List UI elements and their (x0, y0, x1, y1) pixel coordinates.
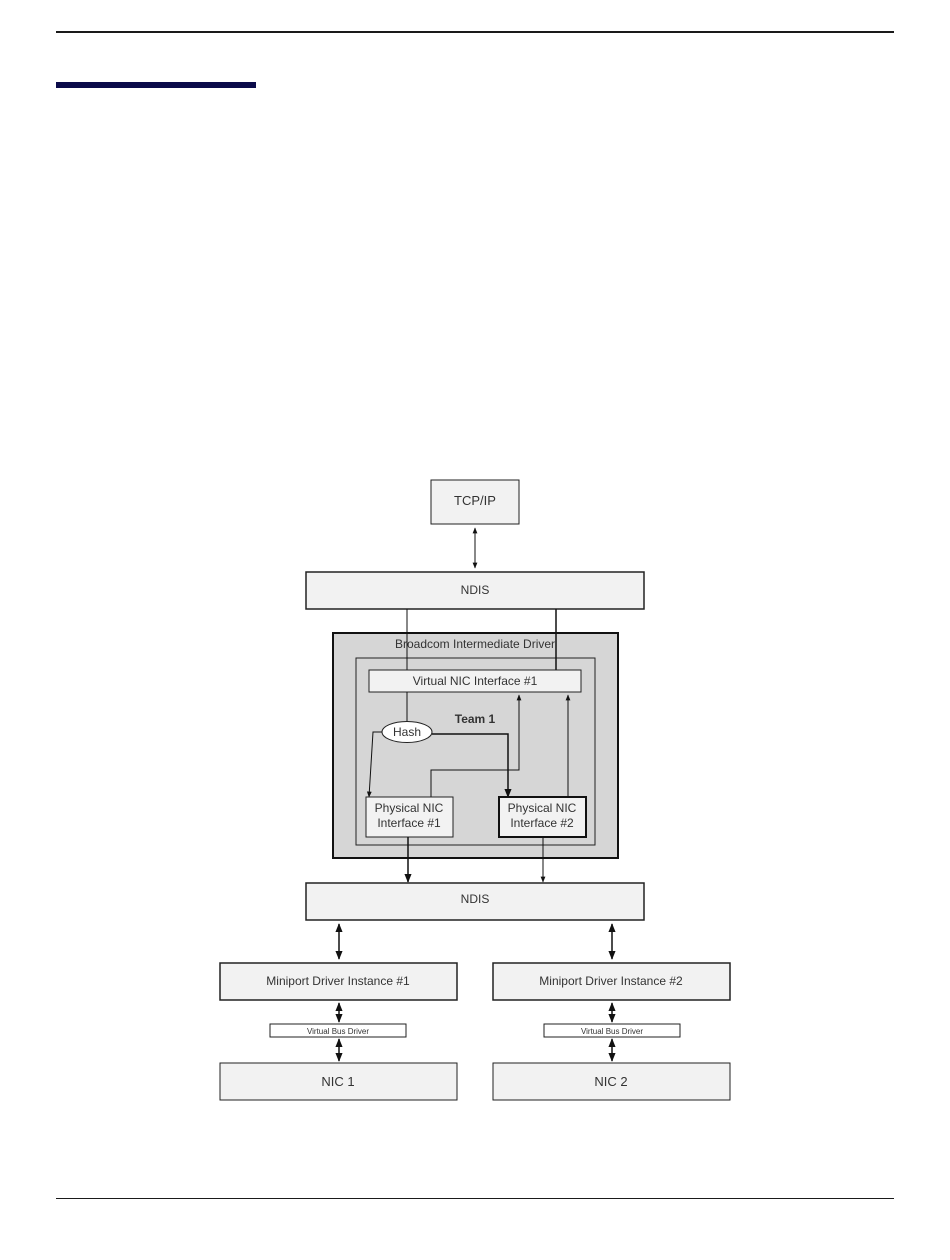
hash-label: Hash (393, 725, 421, 739)
nic-2-box: NIC 2 (493, 1063, 730, 1100)
tcpip-box: TCP/IP (431, 480, 519, 524)
nic-1-box: NIC 1 (220, 1063, 457, 1100)
miniport-2-label: Miniport Driver Instance #2 (539, 974, 683, 988)
virtual-bus-1-box: Virtual Bus Driver (270, 1024, 406, 1037)
nic-2-label: NIC 2 (594, 1074, 627, 1089)
virtual-nic-box: Virtual NIC Interface #1 (369, 670, 581, 692)
virtual-bus-2-label: Virtual Bus Driver (581, 1027, 643, 1036)
physical-nic-1-box: Physical NIC Interface #1 (366, 797, 453, 837)
physical-nic-2-line1: Physical NIC (508, 801, 577, 815)
ndis-top-box: NDIS (306, 572, 644, 609)
hash-node: Hash (382, 722, 432, 743)
tcpip-label: TCP/IP (454, 493, 496, 508)
team-label: Team 1 (455, 712, 496, 726)
ndis-top-label: NDIS (461, 583, 490, 597)
physical-nic-2-line2: Interface #2 (510, 816, 574, 830)
miniport-1-box: Miniport Driver Instance #1 (220, 963, 457, 1000)
ndis-bottom-label: NDIS (461, 892, 490, 906)
intermediate-driver-label: Broadcom Intermediate Driver (395, 637, 555, 651)
virtual-nic-label: Virtual NIC Interface #1 (413, 674, 538, 688)
miniport-2-box: Miniport Driver Instance #2 (493, 963, 730, 1000)
miniport-1-label: Miniport Driver Instance #1 (266, 974, 410, 988)
ndis-bottom-box: NDIS (306, 883, 644, 920)
virtual-bus-1-label: Virtual Bus Driver (307, 1027, 369, 1036)
virtual-bus-2-box: Virtual Bus Driver (544, 1024, 680, 1037)
physical-nic-2-box: Physical NIC Interface #2 (499, 797, 586, 837)
physical-nic-1-line1: Physical NIC (375, 801, 444, 815)
physical-nic-1-line2: Interface #1 (377, 816, 441, 830)
nic-1-label: NIC 1 (321, 1074, 354, 1089)
